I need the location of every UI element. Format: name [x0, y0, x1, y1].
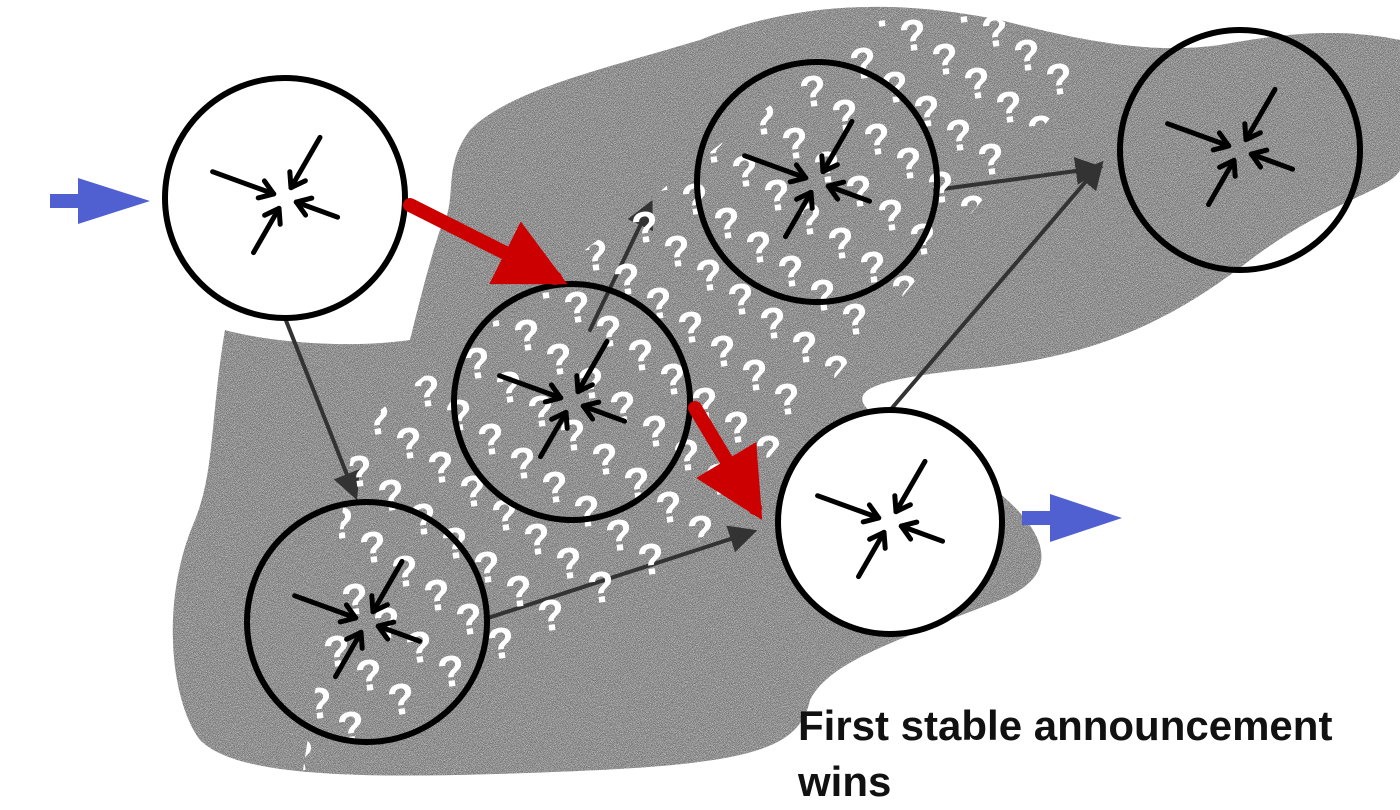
question-mark: ?	[1029, 0, 1062, 30]
node-destination-ring	[778, 410, 1002, 634]
question-mark: ?	[935, 366, 968, 418]
question-mark: ?	[1111, 0, 1144, 26]
glyph-barb	[1245, 124, 1246, 140]
glyph-barb	[279, 208, 280, 224]
node-destination	[778, 410, 1002, 634]
question-mark: ?	[1079, 0, 1112, 2]
question-mark: ?	[751, 0, 784, 18]
glyph-barb	[895, 496, 896, 512]
glyph-barb	[361, 632, 362, 648]
input-arrow-icon	[50, 178, 150, 224]
question-mark: ?	[619, 0, 652, 50]
glyph-barb	[577, 376, 578, 392]
question-mark: ?	[979, 6, 1012, 58]
glyph-barb	[822, 156, 823, 172]
output-arrow-icon	[1022, 494, 1122, 542]
question-mark: ?	[669, 0, 702, 22]
glyph-barb	[811, 192, 812, 208]
announcement-diagram: ????????????????????????????????????????…	[0, 0, 1400, 788]
glyph-barb	[290, 172, 291, 188]
glyph-barb	[1234, 160, 1235, 176]
question-mark: ?	[915, 0, 948, 10]
glyph-barb	[884, 532, 885, 548]
node-source-ring	[165, 78, 405, 318]
question-mark: ?	[997, 0, 1030, 6]
glyph-barb	[566, 412, 567, 428]
caption: First stable announcement wins	[798, 698, 1398, 810]
question-mark: ?	[569, 26, 602, 78]
glyph-barb	[372, 596, 373, 612]
node-source	[165, 78, 405, 318]
